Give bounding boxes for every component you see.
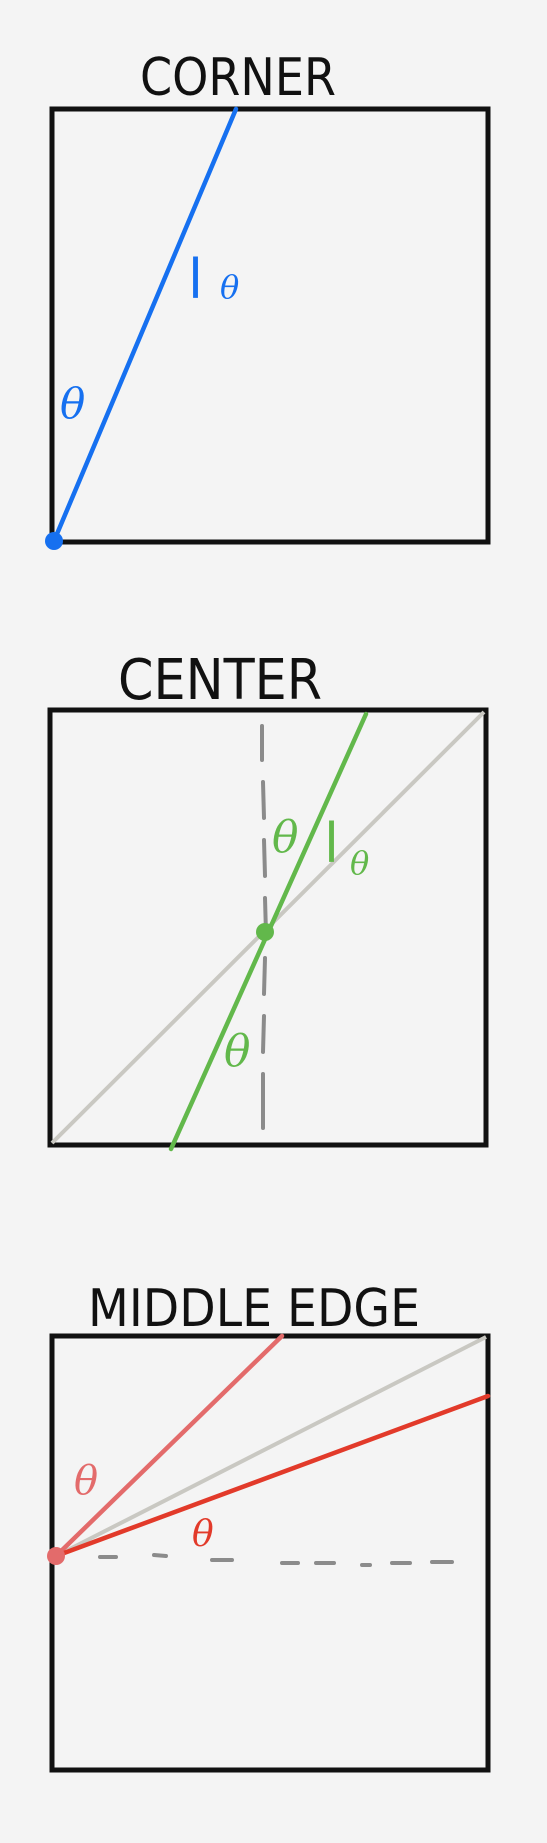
panel-corner: CORNER l θ θ — [45, 48, 491, 550]
edge-line-upper — [53, 1333, 285, 1559]
panel-middle-edge: MIDDLE EDGE θ θ — [47, 1279, 491, 1773]
square-frame-middle-edge — [49, 1333, 491, 1773]
angle-label-edge-upper: θ — [74, 1458, 98, 1504]
center-point — [256, 923, 274, 941]
panel-title-center: CENTER — [118, 648, 322, 713]
diagonal-guide-edge — [55, 1335, 487, 1558]
line-length-label: l — [188, 248, 203, 311]
panel-title-corner: CORNER — [140, 48, 336, 108]
vertical-dashed-guide — [260, 724, 268, 1130]
angle-label-edge-lower: θ — [192, 1514, 214, 1555]
edge-line-lower — [53, 1393, 491, 1559]
corner-point — [45, 532, 63, 550]
angle-label-corner: θ — [60, 379, 85, 428]
line-length-subscript-center: θ — [350, 844, 369, 882]
line-length-label-center: l — [324, 812, 339, 875]
horizontal-dashed-guide — [98, 1553, 454, 1567]
corner-line — [51, 106, 239, 544]
angle-label-center-upper: θ — [272, 812, 299, 863]
square-frame-corner — [49, 106, 491, 545]
square-frame-center — [47, 707, 489, 1148]
line-length-subscript: θ — [220, 268, 239, 306]
angle-label-center-lower: θ — [224, 1026, 251, 1077]
edge-midpoint — [47, 1547, 65, 1565]
panel-center: CENTER θ θ l θ — [47, 648, 489, 1152]
panel-title-middle-edge: MIDDLE EDGE — [88, 1279, 420, 1339]
